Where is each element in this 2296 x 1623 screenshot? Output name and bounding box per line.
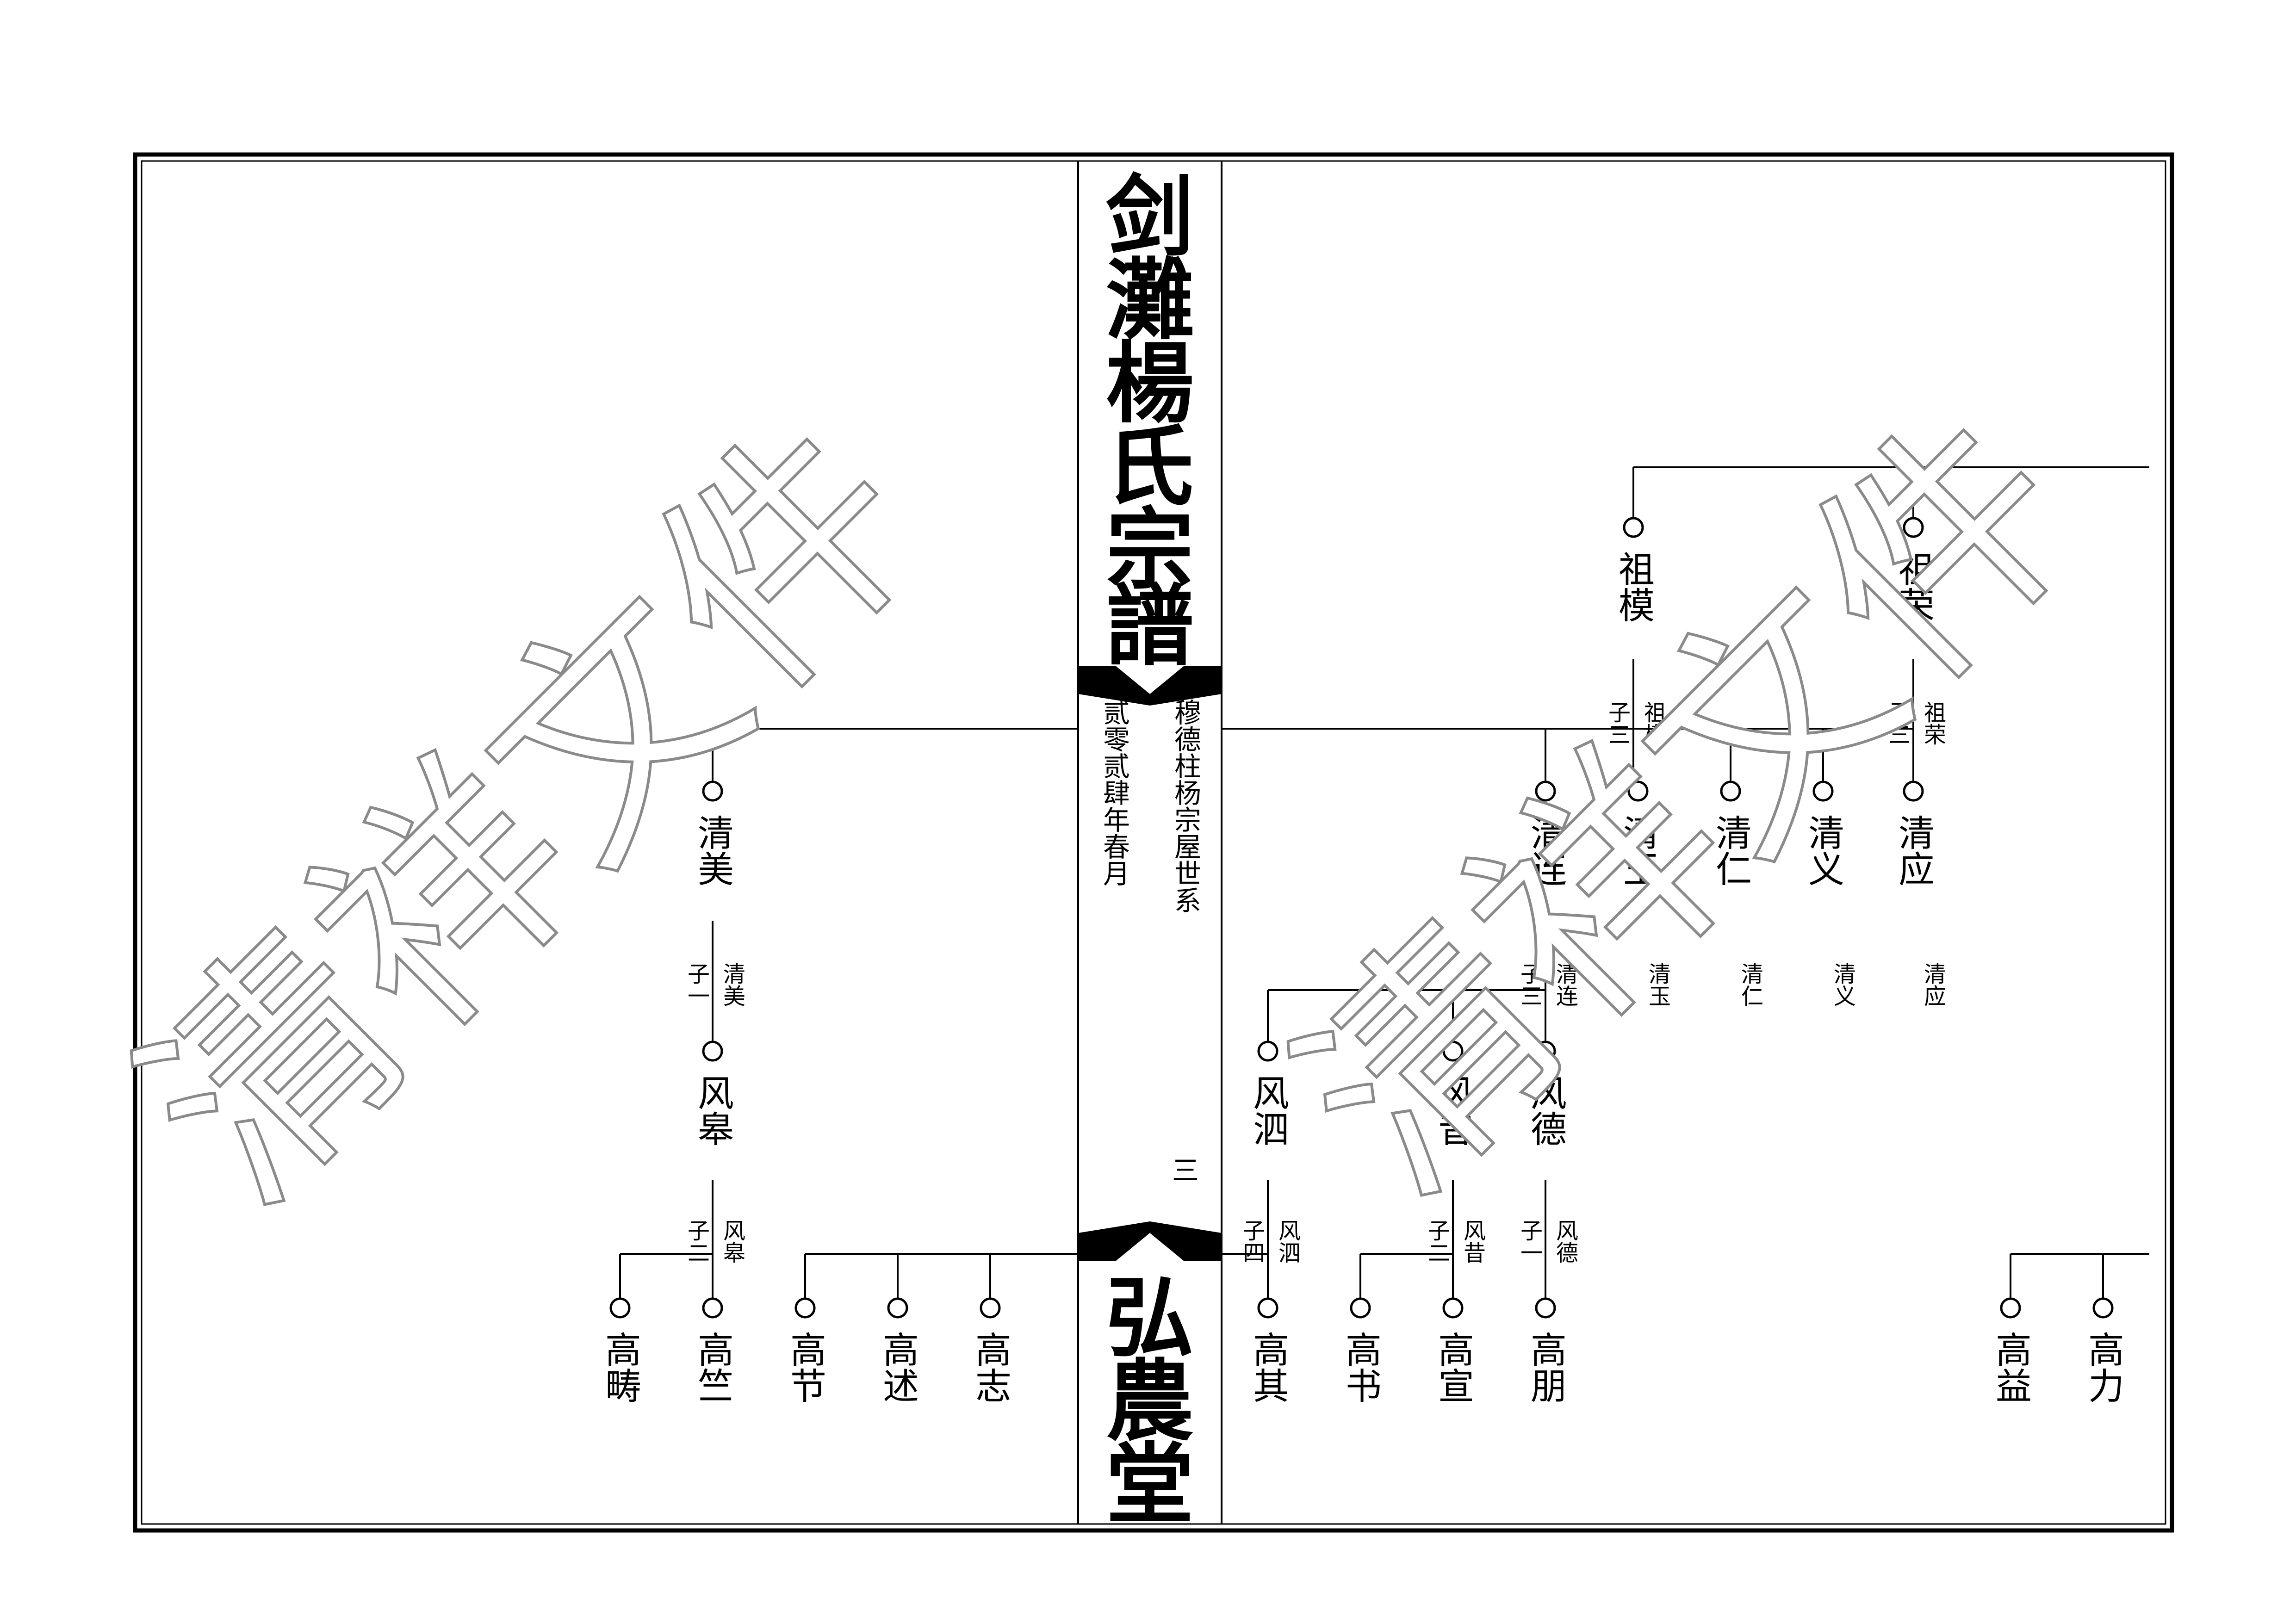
- spine-upper-marker-notch: [1116, 666, 1184, 694]
- parent-name-note: 清仁: [1737, 962, 1763, 1007]
- person-name: 风泗: [1247, 1074, 1289, 1146]
- person-name: 清仁: [1710, 814, 1751, 886]
- person-name: 高节: [784, 1331, 826, 1403]
- child-count-note: 子三: [1884, 701, 1910, 745]
- person-name: 高竺: [692, 1331, 733, 1403]
- inner-border: [141, 160, 2166, 1525]
- person-name: 风德: [1525, 1074, 1566, 1146]
- spine-title-char: 譜: [1106, 575, 1194, 678]
- person-name: 高述: [877, 1331, 918, 1403]
- spine-page-number: 三: [1172, 1155, 1199, 1186]
- person-name: 清应: [1893, 814, 1934, 886]
- child-count-note: 子三: [1604, 701, 1630, 745]
- person-name: 风昔: [1432, 1074, 1474, 1146]
- parent-name-note: 风昔: [1459, 1219, 1485, 1264]
- spine-lower-marker-notch: [1116, 1233, 1184, 1261]
- person-name: 高朋: [1525, 1331, 1566, 1403]
- spine-title-char: 灘: [1106, 248, 1194, 352]
- spine-title-char: 氏: [1106, 415, 1194, 518]
- person-name: 清连: [1525, 814, 1566, 886]
- spine-date-label: 贰零贰肆年春月: [1098, 699, 1130, 886]
- watermark-left: 清祥文件: [92, 374, 970, 1252]
- person-names: 祖模 祖荣 清美 清连 清玉 清仁 清义 清应 风皋 风泗 风昔 风德 高畴 高…: [599, 551, 2124, 1403]
- parent-name-note: 清玉: [1644, 962, 1670, 1007]
- descendant-notes: 子三 祖模 子三 祖荣 子一 清美 子三 清连 清玉 清仁 清义 清应 子二 风…: [683, 701, 1946, 1264]
- spine-title-char: 剑: [1106, 165, 1194, 268]
- child-count-note: 子二: [1424, 1219, 1450, 1264]
- child-count-note: 子二: [683, 1219, 709, 1264]
- tree-lines: [619, 466, 2149, 1298]
- outer-border: [133, 152, 2174, 1533]
- spine-hall-char: 弘: [1106, 1266, 1194, 1369]
- spine-branch-label: 穆德柱杨宗屋世系: [1170, 699, 1201, 913]
- person-name: 祖模: [1613, 551, 1654, 623]
- parent-name-note: 风皋: [719, 1219, 745, 1264]
- parent-name-note: 风泗: [1274, 1219, 1300, 1264]
- person-name: 高畴: [599, 1331, 641, 1403]
- person-name: 高益: [1990, 1331, 2031, 1403]
- parent-name-note: 清连: [1552, 962, 1578, 1007]
- person-name: 高力: [2082, 1331, 2124, 1403]
- spine-hall-char: 農: [1106, 1350, 1194, 1453]
- parent-name-note: 风德: [1552, 1219, 1578, 1264]
- child-count-note: 子三: [1516, 962, 1542, 1007]
- spine-title-char: 楊: [1106, 332, 1194, 435]
- person-name: 清义: [1802, 814, 1844, 886]
- person-name: 清玉: [1617, 814, 1659, 886]
- person-name: 高其: [1247, 1331, 1289, 1403]
- watermark-right: 清祥文件: [1248, 365, 2127, 1243]
- parent-name-note: 清义: [1830, 962, 1855, 1007]
- person-name: 高志: [969, 1331, 1011, 1403]
- person-name: 高宣: [1432, 1331, 1474, 1403]
- node-markers: [609, 517, 2114, 1319]
- person-name: 高书: [1340, 1331, 1381, 1403]
- parent-name-note: 祖模: [1640, 701, 1666, 745]
- person-name: 清美: [692, 814, 733, 886]
- parent-name-note: 清应: [1920, 962, 1946, 1007]
- child-count-note: 子一: [1516, 1219, 1542, 1264]
- child-count-note: 子四: [1239, 1219, 1265, 1264]
- person-name: 风皋: [692, 1074, 733, 1146]
- spine: 剑 灘 楊 氏 宗 譜 穆德柱杨宗屋世系 贰零贰肆年春月 三 弘 農 堂: [1077, 161, 1222, 1536]
- parent-name-note: 清美: [719, 962, 745, 1007]
- spine-title-char: 宗: [1106, 498, 1194, 601]
- child-count-note: 子一: [683, 962, 709, 1007]
- person-name: 祖荣: [1893, 551, 1934, 623]
- parent-name-note: 祖荣: [1920, 701, 1946, 745]
- spine-hall-char: 堂: [1106, 1433, 1194, 1536]
